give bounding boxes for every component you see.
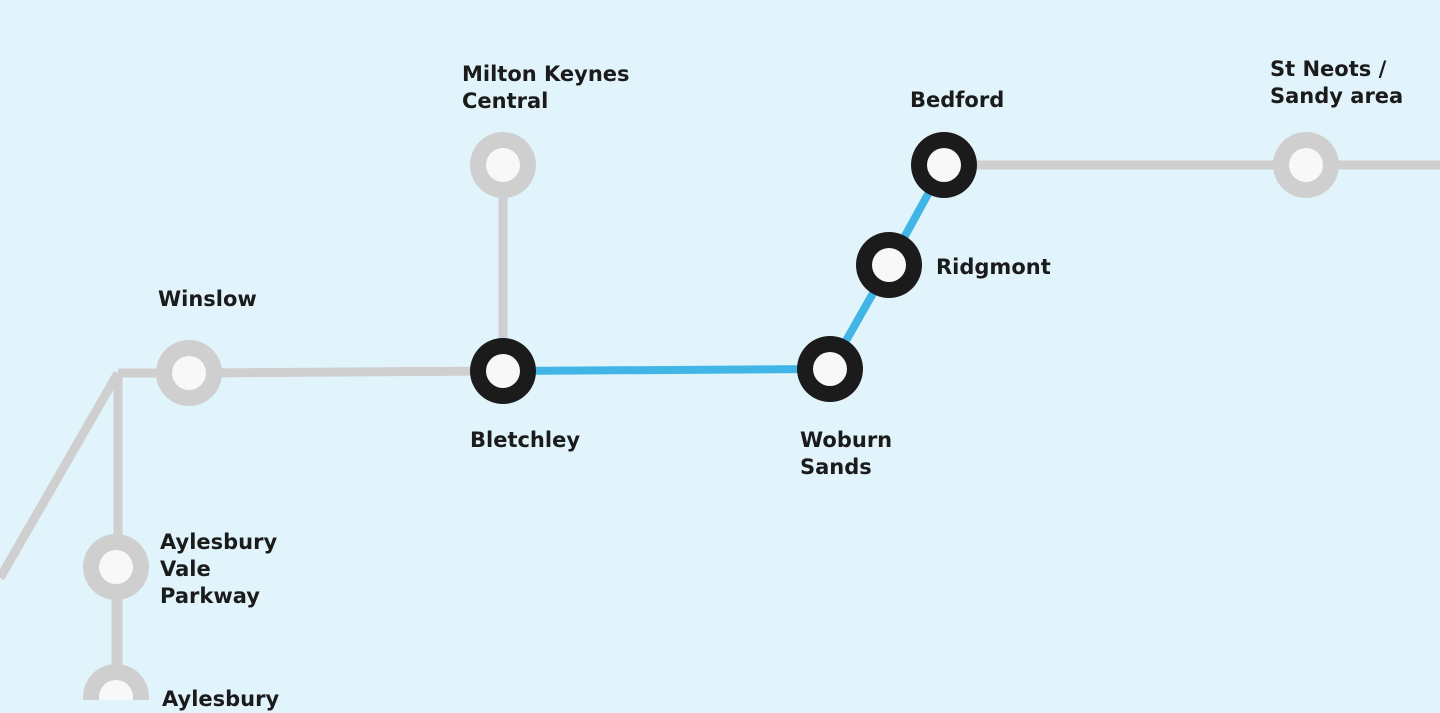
station-marker-ridgmont: [856, 232, 922, 298]
station-marker-st-neots-sandy-area: [1273, 132, 1339, 198]
station-marker-winslow: [156, 340, 222, 406]
station-marker-aylesbury: [83, 664, 149, 700]
station-marker-aylesbury-vale-parkway: [83, 534, 149, 600]
station-label-bedford: Bedford: [910, 88, 1005, 112]
station-label-bletchley: Bletchley: [470, 428, 581, 452]
station-center: [99, 550, 133, 584]
station-label-st-neots-sandy-area: St Neots / Sandy area: [1270, 57, 1404, 108]
station-marker-woburn-sands: [797, 336, 863, 402]
line-segment-winslow-bletchley: [188, 366, 504, 378]
station-center: [99, 680, 133, 700]
line-segment-west-continuation: [0, 370, 122, 581]
station-marker-bedford: [911, 132, 977, 198]
station-marker-milton-keynes-central: [470, 132, 536, 198]
station-center: [486, 148, 520, 182]
station-label-winslow: Winslow: [158, 287, 257, 311]
line-segment-bletchley-woburn-sands: [502, 365, 831, 375]
station-label-ridgmont: Ridgmont: [936, 255, 1051, 279]
station-center: [927, 148, 961, 182]
station-center: [172, 356, 206, 390]
station-label-woburn-sands: Woburn Sands: [800, 428, 893, 479]
station-label-aylesbury-vale-parkway: Aylesbury Vale Parkway: [160, 530, 278, 608]
station-label-milton-keynes-central: Milton Keynes Central: [462, 62, 630, 113]
station-marker-bletchley: [470, 338, 536, 404]
station-center: [813, 352, 847, 386]
station-center: [1289, 148, 1323, 182]
station-center: [486, 354, 520, 388]
station-center: [872, 248, 906, 282]
